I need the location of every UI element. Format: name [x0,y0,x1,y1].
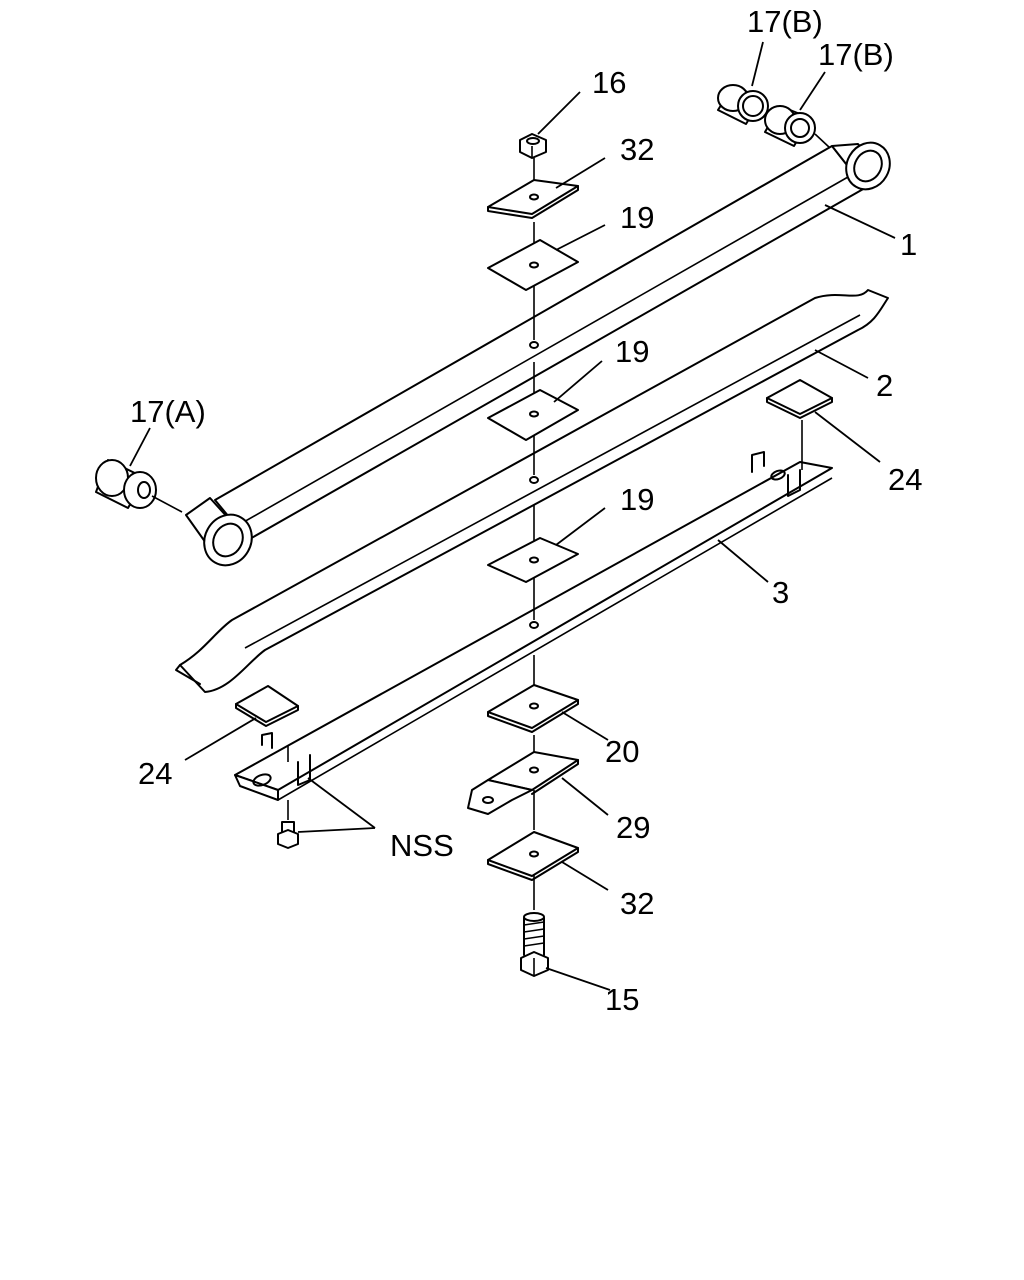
callout-15: 15 [605,982,639,1017]
callout-19-mid: 19 [615,334,649,369]
callout-16: 16 [592,65,626,100]
callout-19-low: 19 [620,482,654,517]
callout-1: 1 [900,227,917,262]
nss-screw [277,800,299,849]
pad-24-right [766,379,833,470]
callout-17b-lower: 17(B) [818,37,894,72]
callout-17a: 17(A) [130,394,206,429]
leader-lines [129,41,896,991]
leaf-2 [175,289,889,693]
callout-3: 3 [772,575,789,610]
callout-32-top: 32 [620,132,654,167]
callout-24-right: 24 [888,462,922,497]
bushing-17a [95,459,183,513]
bracket-29 [467,751,579,815]
callout-nss: NSS [390,828,454,863]
callout-24-left: 24 [138,756,172,791]
bushing-17b-lower [764,105,831,149]
leaf-3 [234,451,833,801]
callout-29: 29 [616,810,650,845]
plate-32-bottom [487,831,579,881]
callout-2: 2 [876,368,893,403]
callout-20: 20 [605,734,639,769]
pad-19-low [487,537,579,583]
pad-24-left [235,685,299,762]
nut-16 [519,133,547,159]
plate-32-top [487,179,579,219]
leaf-1 [185,141,891,567]
plate-20 [487,684,579,733]
bolt-15 [520,912,549,977]
callout-32-bottom: 32 [620,886,654,921]
bushing-17b-upper [717,84,769,125]
callout-19-top: 19 [620,200,654,235]
pad-19-top [487,239,579,291]
pad-19-mid [487,389,579,441]
callout-17b-upper: 17(B) [747,4,823,39]
callout-labels: 17(B) 17(B) 16 32 19 1 19 2 17(A) 24 19 … [130,4,922,1017]
